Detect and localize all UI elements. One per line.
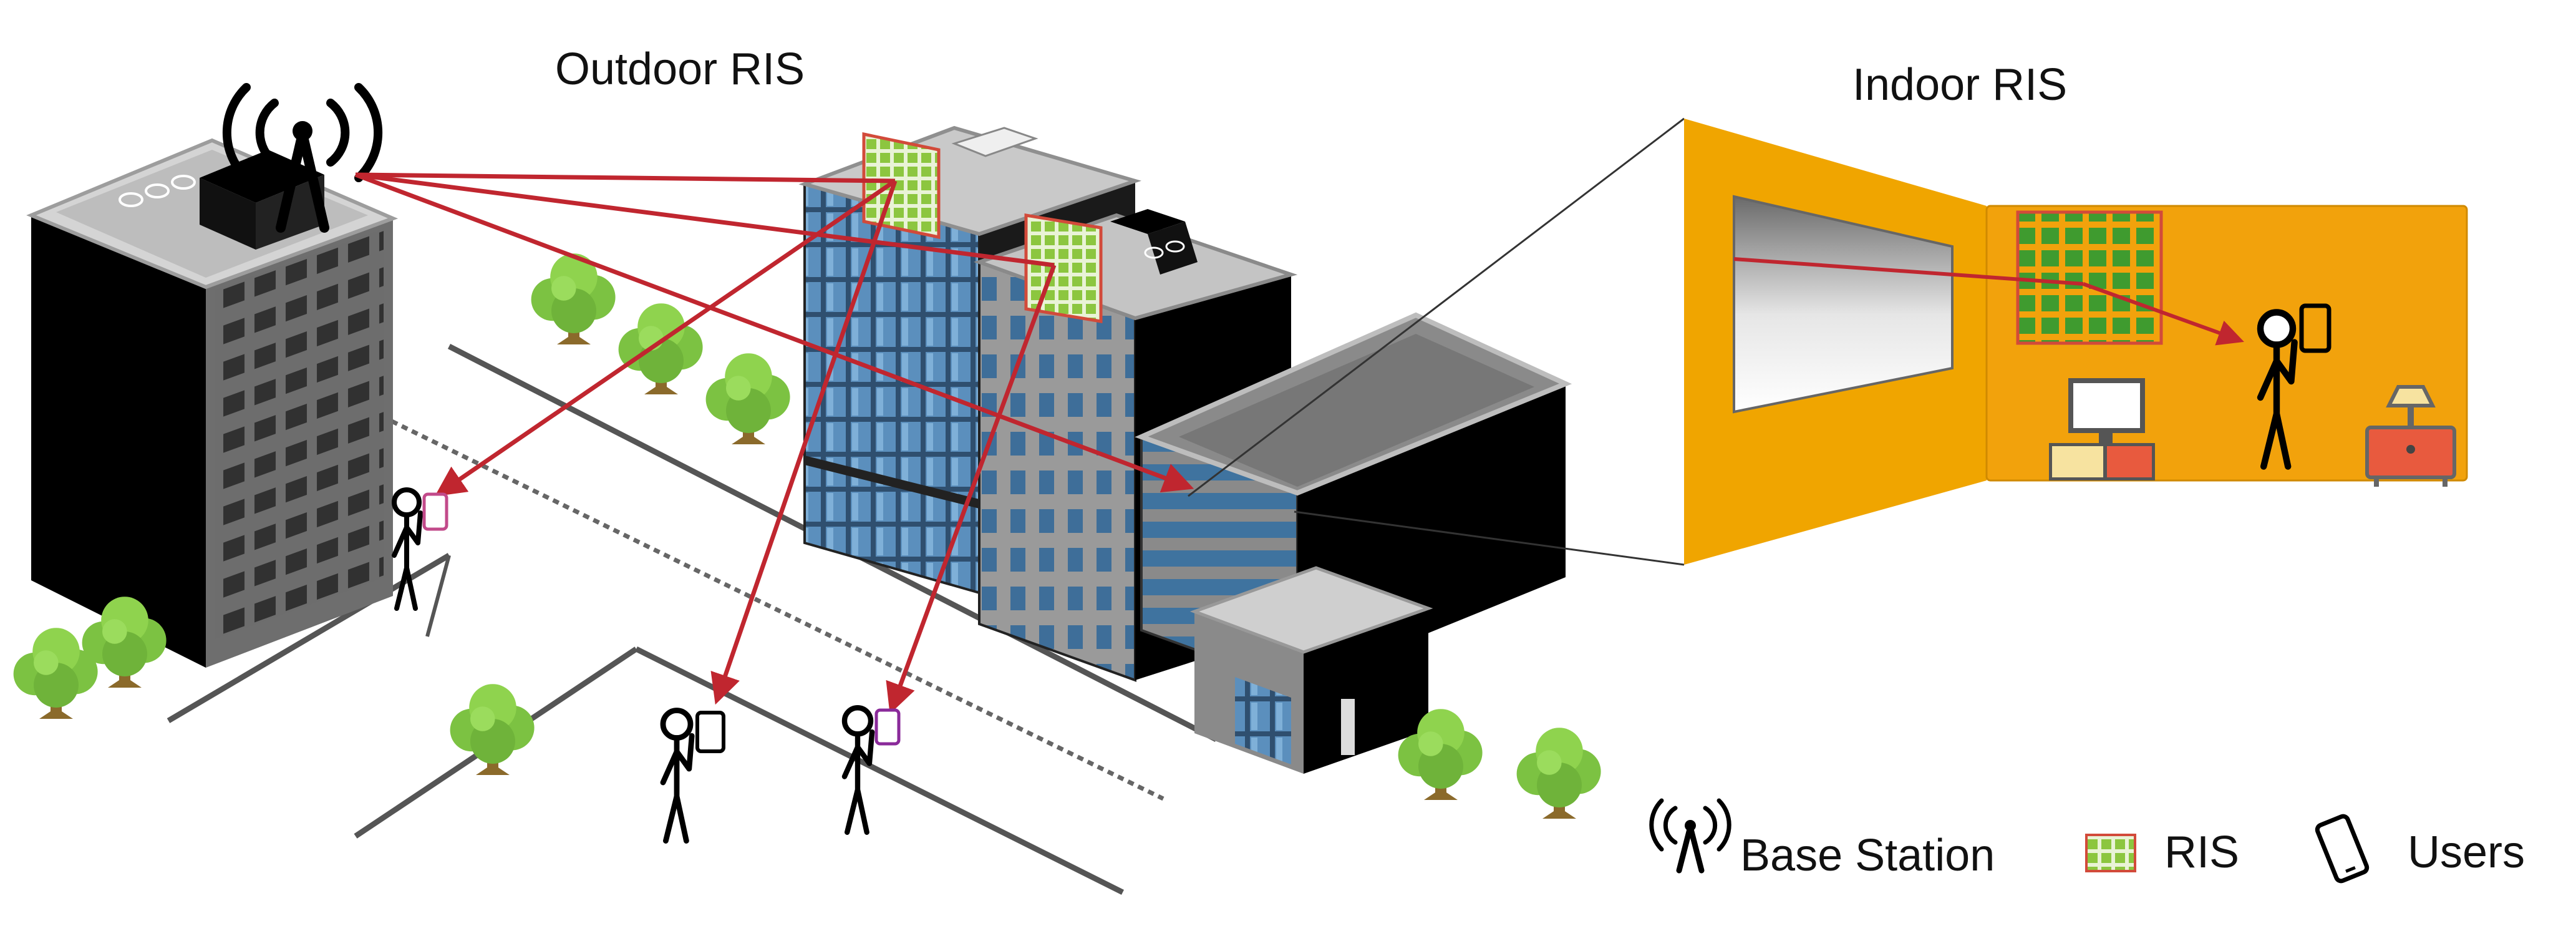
indoor-room	[1684, 119, 2468, 565]
smartphone-icon	[2315, 814, 2370, 884]
user-right	[845, 708, 901, 832]
indoor-ris-label: Indoor RIS	[1852, 60, 2067, 110]
left-office-building	[26, 138, 399, 668]
zoom-lines	[1188, 117, 1685, 566]
indoor-user	[2260, 303, 2331, 467]
right-office-building	[1135, 312, 1572, 774]
ris-legend-icon	[2085, 834, 2136, 872]
legend-base-station-label: Base Station	[1740, 831, 1995, 880]
antenna-tower-icon	[222, 83, 383, 233]
legend-ris-label: RIS	[2164, 827, 2239, 877]
legend: Base Station RIS Users	[1649, 798, 2525, 884]
base-station-legend-icon	[1649, 798, 1731, 874]
outdoor-ris-label: Outdoor RIS	[555, 44, 805, 94]
legend-users-label: Users	[2408, 827, 2525, 877]
user-middle	[663, 711, 725, 841]
lamp-icon	[2365, 385, 2456, 487]
user-left	[394, 490, 448, 608]
signal-paths	[354, 172, 1194, 714]
monitor-icon	[2049, 378, 2155, 480]
